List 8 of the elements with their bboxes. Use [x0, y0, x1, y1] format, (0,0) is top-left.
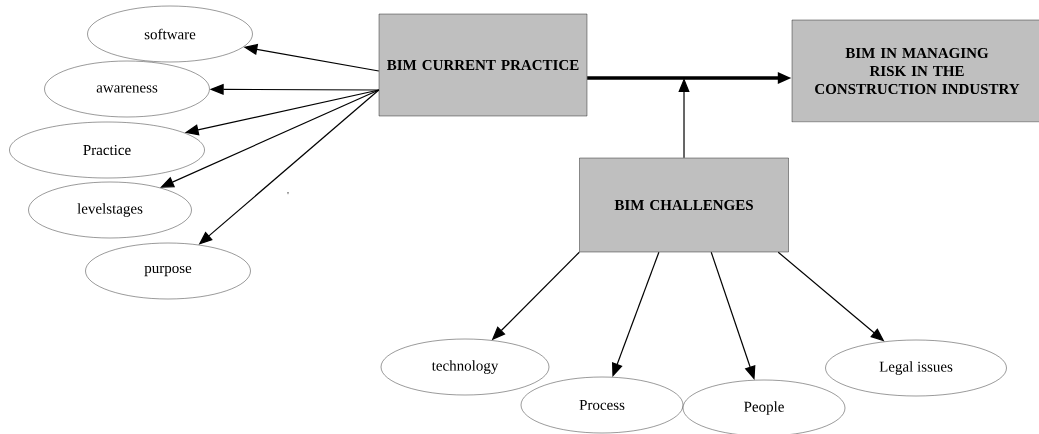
concept-box: BIM CHALLENGES [579, 157, 789, 253]
arrow [160, 89, 380, 188]
arrow [612, 251, 660, 377]
stray-mark: ' [287, 192, 289, 195]
node-label: People [744, 401, 784, 415]
arrow [710, 251, 756, 380]
concept-box: BIM IN MANAGING RISK IN THE CONSTRUCTION INDUSTRY [791, 19, 1039, 123]
concept-box: BIM CURRENT PRACTICE [378, 13, 588, 117]
